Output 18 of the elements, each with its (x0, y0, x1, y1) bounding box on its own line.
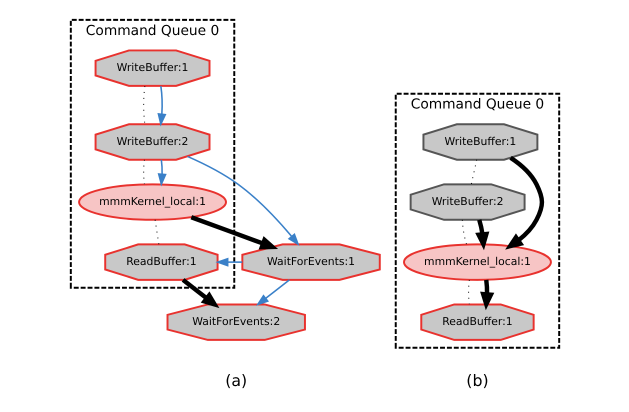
connector (154, 219, 159, 245)
arrow (156, 86, 166, 126)
arrow (186, 156, 300, 246)
connector (142, 159, 144, 185)
node-ellipse: mmmKernel_local:1 (402, 243, 552, 281)
connector (468, 279, 470, 305)
node-ellipse: mmmKernel_local:1 (78, 183, 226, 221)
arrow (214, 258, 242, 267)
arrow (474, 219, 489, 250)
label: (b) (466, 370, 488, 390)
arrow (504, 156, 544, 250)
connector (470, 159, 477, 185)
arrow (157, 160, 166, 186)
label: (a) (224, 370, 247, 390)
arrow (190, 215, 278, 250)
connector (461, 219, 467, 246)
arrow (255, 279, 290, 306)
arrow (480, 280, 494, 310)
